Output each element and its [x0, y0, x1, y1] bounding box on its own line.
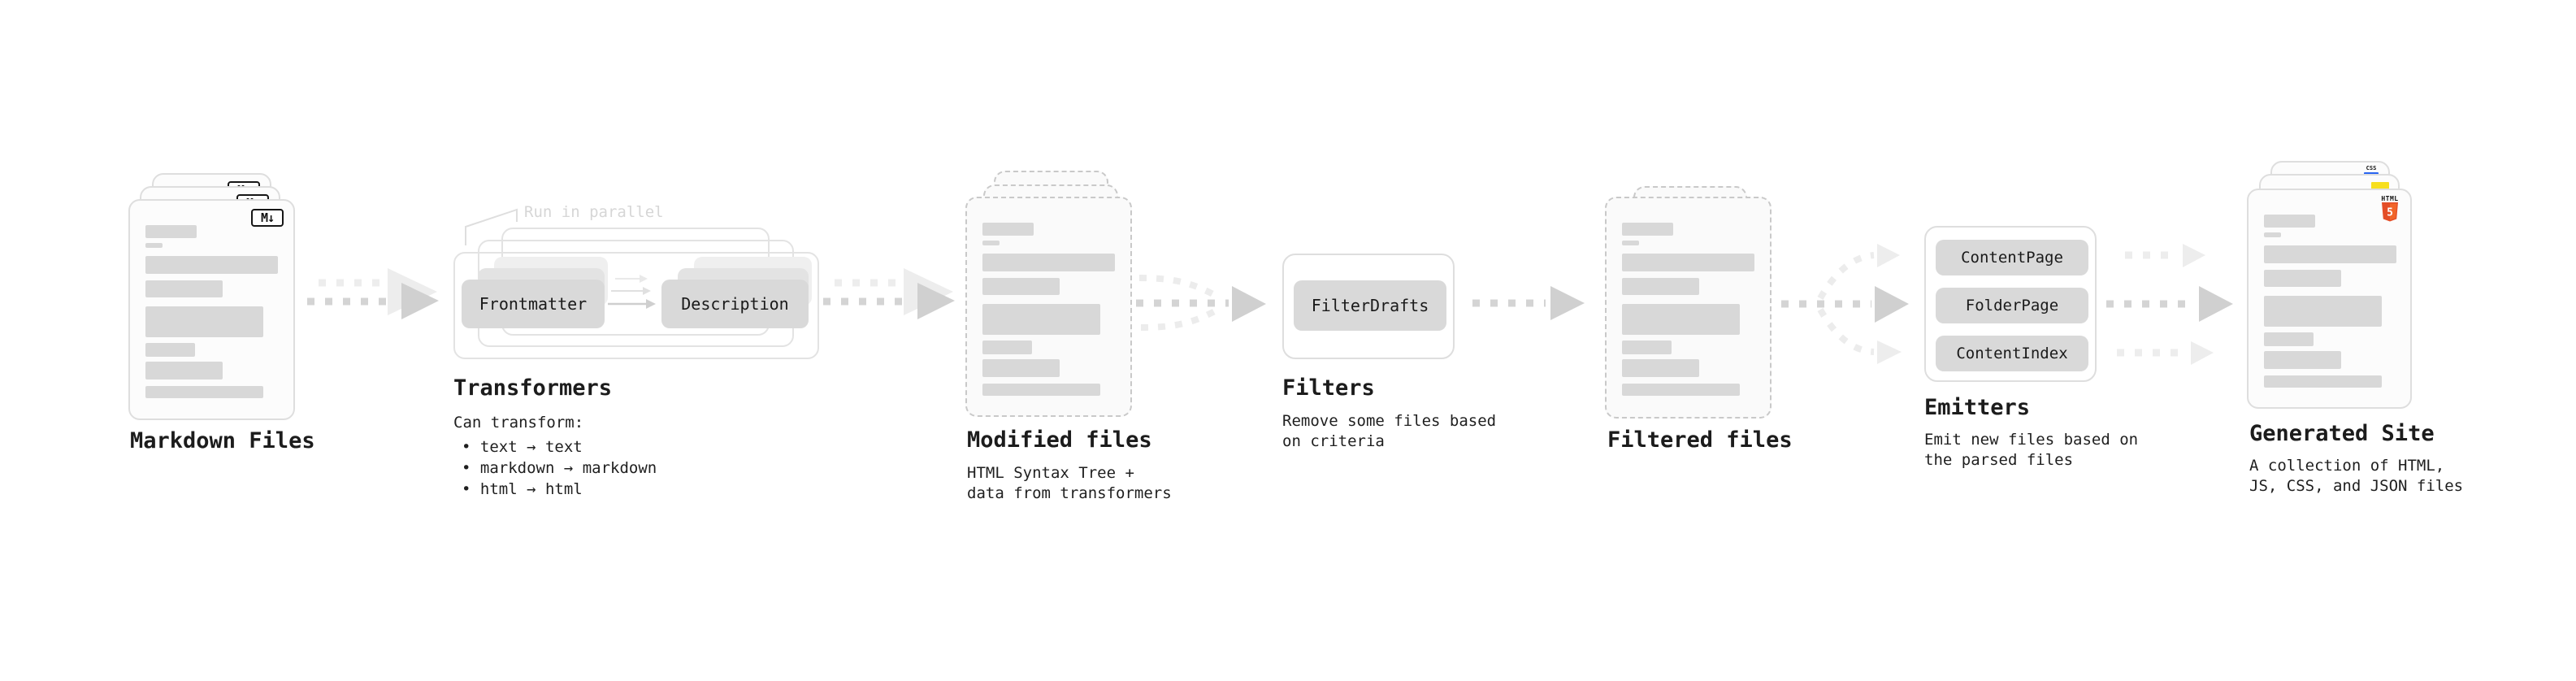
folderpage-pill: FolderPage — [1936, 288, 2088, 323]
skeleton-bar — [982, 241, 1000, 245]
skeleton-bar — [2264, 332, 2314, 346]
markdown-files-title: Markdown Files — [130, 428, 315, 453]
html5-icon: HTML 5 — [2379, 195, 2400, 223]
skeleton-bar — [145, 225, 197, 238]
skeleton-bar — [982, 278, 1060, 295]
modified-file-card-front — [965, 197, 1132, 417]
skeleton-bar — [2264, 215, 2315, 228]
skeleton-bar — [145, 306, 263, 337]
bullet-item: • html → html — [462, 480, 583, 498]
generated-site-title: Generated Site — [2249, 421, 2435, 446]
arrow-markdown-to-transformers — [307, 268, 439, 319]
skeleton-bar — [2264, 245, 2396, 263]
filtered-files-title: Filtered files — [1607, 427, 1793, 453]
css-icon-bar — [2364, 172, 2379, 175]
skeleton-bar — [982, 340, 1032, 354]
skeleton-bar — [1622, 241, 1639, 245]
skeleton-bar — [2264, 375, 2382, 388]
filterdrafts-pill: FilterDrafts — [1294, 280, 1446, 331]
skeleton-bar — [1622, 340, 1672, 354]
skeleton-bar — [145, 243, 163, 248]
css-icon-label: CSS — [2366, 165, 2377, 171]
skeleton-bar — [982, 254, 1115, 271]
run-in-parallel-annotation: Run in parallel — [524, 203, 664, 221]
css-icon: CSS — [2364, 166, 2379, 175]
bullet-item: • text → text — [462, 438, 583, 456]
skeleton-bar — [145, 362, 223, 380]
contentindex-pill: ContentIndex — [1936, 336, 2088, 371]
svg-text:5: 5 — [2387, 207, 2393, 219]
filtered-file-card-front — [1605, 197, 1772, 419]
frontmatter-pill: Frontmatter — [462, 280, 605, 328]
markdown-file-card-front: M↓ — [128, 199, 295, 420]
modified-files-title: Modified files — [967, 427, 1152, 453]
filters-panel: FilterDrafts — [1282, 254, 1455, 359]
transformers-title: Transformers — [453, 375, 613, 401]
skeleton-bar — [1622, 223, 1673, 236]
skeleton-bar — [982, 359, 1060, 377]
html5-icon-label: HTML — [2381, 195, 2399, 202]
skeleton-bar — [1622, 278, 1699, 295]
emitters-panel: ContentPage FolderPage ContentIndex — [1924, 226, 2097, 382]
skeleton-bar — [1622, 304, 1740, 335]
filters-subtitle: Remove some files based on criteria — [1282, 412, 1497, 450]
generated-site-subtitle: A collection of HTML, JS, CSS, and JSON … — [2249, 457, 2464, 495]
skeleton-bar — [982, 384, 1100, 396]
skeleton-bar — [2264, 270, 2341, 287]
skeleton-bar — [982, 223, 1034, 236]
skeleton-bar — [145, 386, 263, 398]
transformer-box-front — [453, 252, 819, 359]
skeleton-bar — [145, 343, 195, 357]
markdown-icon: M↓ — [251, 209, 284, 227]
skeleton-bar — [145, 256, 278, 274]
arrow-emitters-to-generated — [2106, 244, 2233, 365]
skeleton-bar — [1622, 254, 1754, 271]
skeleton-bar — [2264, 351, 2341, 369]
skeleton-bar — [1622, 359, 1699, 377]
bullet-item: • markdown → markdown — [462, 459, 657, 477]
transformers-list-heading: Can transform: — [453, 414, 584, 432]
skeleton-bar — [1622, 384, 1740, 396]
skeleton-bar — [982, 304, 1100, 335]
arrow-modified-to-filters-merge — [1136, 275, 1266, 331]
arrow-transformers-to-modified — [823, 268, 955, 319]
arrow-filters-to-filtered — [1472, 286, 1585, 320]
skeleton-bar — [2264, 232, 2281, 237]
modified-files-subtitle: HTML Syntax Tree + data from transformer… — [967, 464, 1172, 502]
generated-html-file-card: HTML 5 — [2247, 189, 2412, 409]
emitters-title: Emitters — [1924, 395, 2031, 420]
filters-title: Filters — [1282, 375, 1375, 401]
skeleton-bar — [145, 280, 223, 297]
html5-shield: 5 — [2382, 202, 2398, 222]
description-pill: Description — [661, 280, 809, 328]
skeleton-bar — [2264, 296, 2382, 327]
emitters-subtitle: Emit new files based on the parsed files — [1924, 431, 2139, 469]
contentpage-pill: ContentPage — [1936, 240, 2088, 275]
transformers-bullet-list: • text → text • markdown → markdown • ht… — [462, 436, 657, 500]
arrow-filtered-to-emitters-fanout — [1781, 244, 1909, 364]
